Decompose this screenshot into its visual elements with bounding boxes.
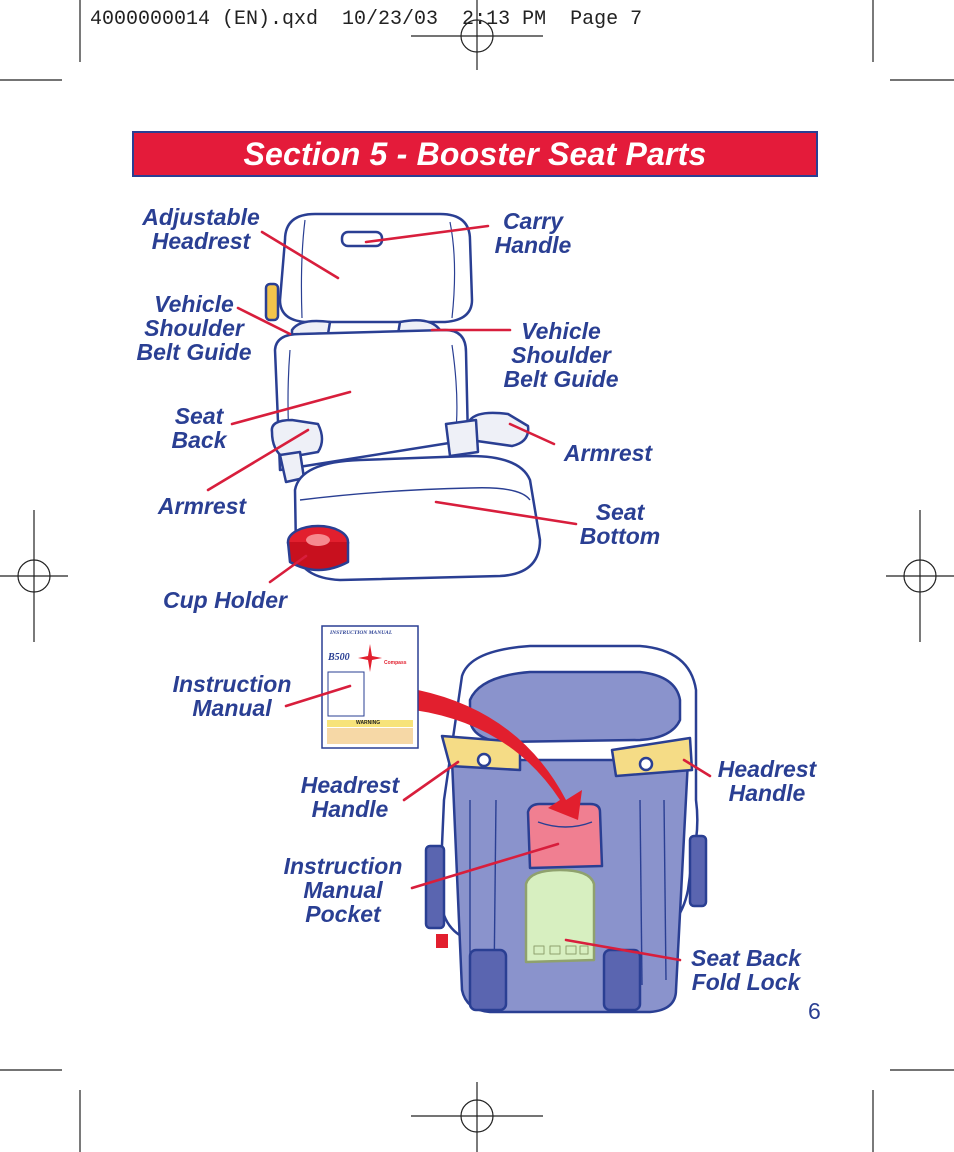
label-instruction-manual-pocket: Instruction Manual Pocket	[283, 853, 403, 927]
label-armrest-left: Armrest	[157, 493, 247, 519]
registration-mark-bottom	[411, 1082, 543, 1152]
manual-cover-brand: Compass	[384, 660, 407, 666]
label-seat-bottom: Seat Bottom	[579, 499, 661, 549]
section-title: Section 5 - Booster Seat Parts	[243, 135, 707, 172]
leader-lines	[206, 224, 712, 962]
registration-mark-top	[411, 0, 543, 70]
label-headrest-handle-left: Headrest Handle	[300, 772, 400, 822]
manual-cover-heading: INSTRUCTION MANUAL	[330, 630, 393, 636]
label-carry-handle: Carry Handle	[494, 208, 572, 258]
label-cup-holder: Cup Holder	[163, 587, 287, 613]
label-vehicle-shoulder-belt-guide-right: Vehicle Shoulder Belt Guide	[503, 318, 619, 392]
instruction-manual-cover	[321, 625, 419, 749]
registration-mark-right	[886, 510, 954, 642]
manual-cover-model: B500	[328, 652, 350, 663]
label-vehicle-shoulder-belt-guide-left: Vehicle Shoulder Belt Guide	[136, 291, 252, 365]
label-seat-back: Seat Back	[171, 403, 227, 453]
label-armrest-right: Armrest	[563, 440, 653, 466]
manual-cover-warning: WARNING	[356, 720, 381, 726]
section-title-banner: Section 5 - Booster Seat Parts	[132, 131, 818, 177]
file-slug-line: 4000000014 (EN).qxd 10/23/03 2:13 PM Pag…	[90, 8, 643, 31]
label-adjustable-headrest: Adjustable Headrest	[142, 204, 260, 254]
back-seat-drawing	[414, 644, 708, 1014]
page-number: 6	[808, 998, 821, 1024]
registration-mark-left	[0, 510, 68, 642]
label-headrest-handle-right: Headrest Handle	[717, 756, 817, 806]
label-seat-back-fold-lock: Seat Back Fold Lock	[691, 945, 801, 995]
label-instruction-manual: Instruction Manual	[172, 671, 292, 721]
front-seat-drawing	[264, 212, 542, 582]
